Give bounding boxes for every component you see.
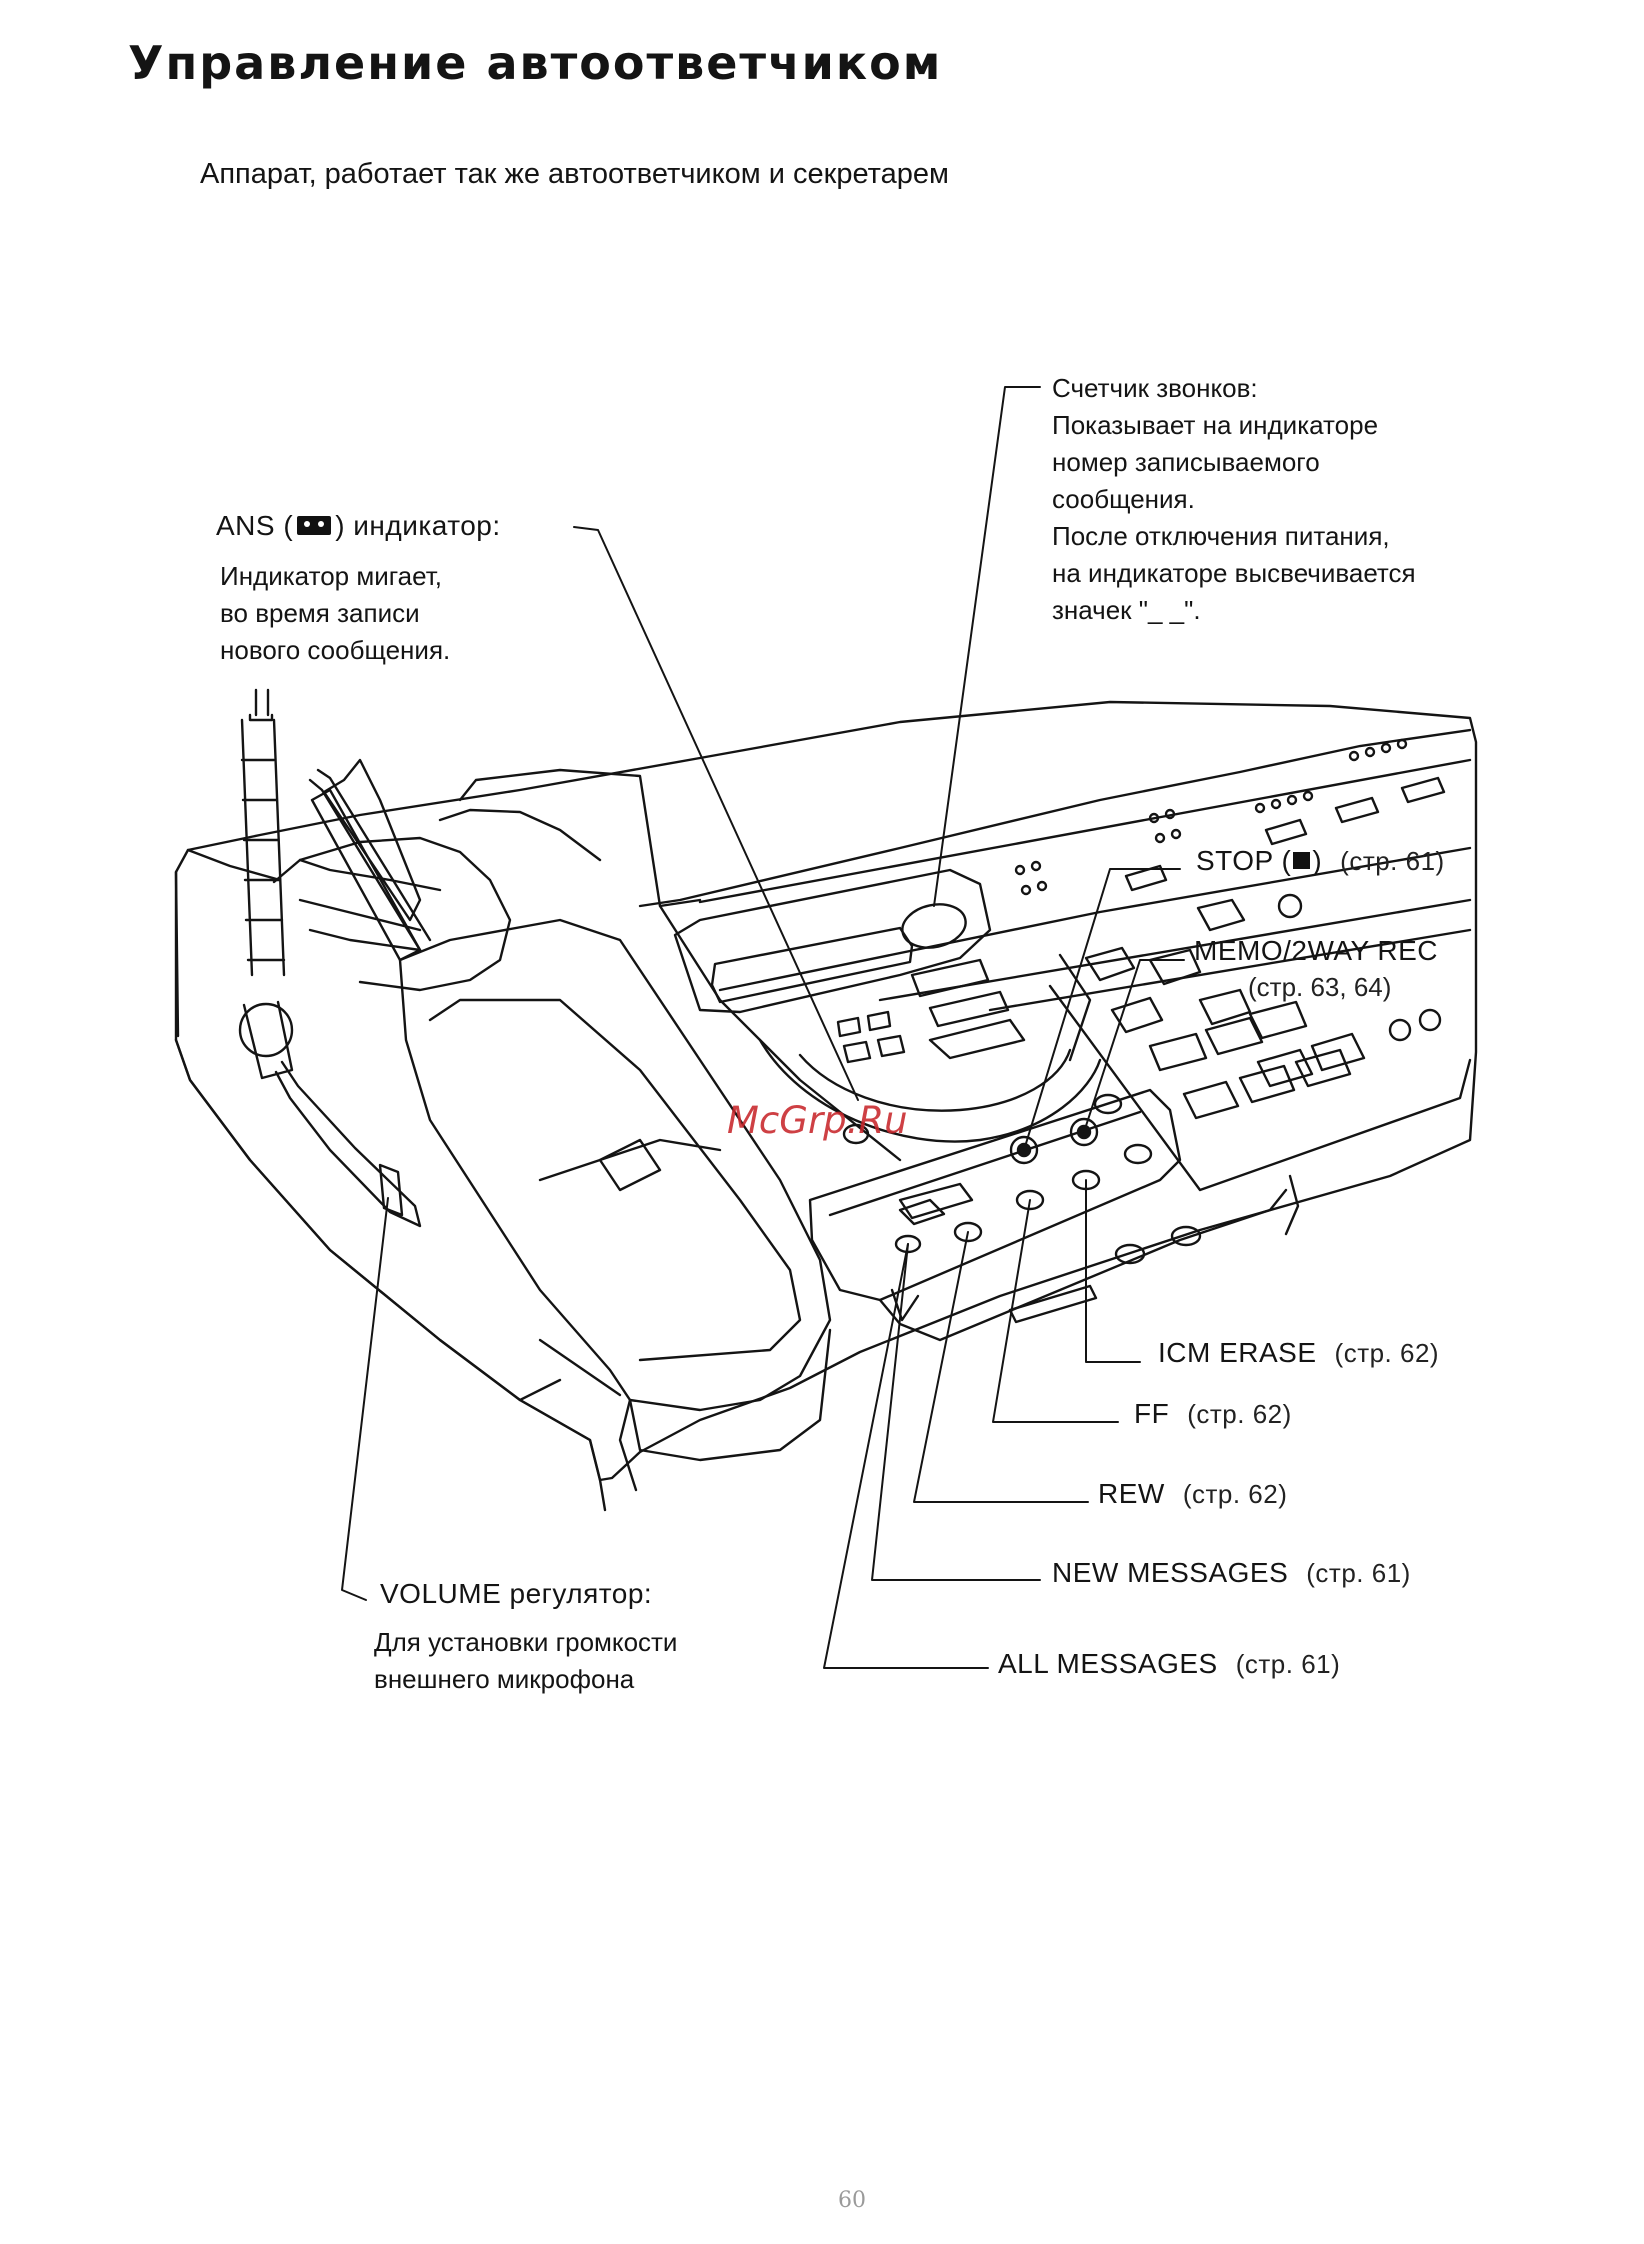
page-reference: (стр. 62): [1182, 1479, 1288, 1509]
leader-memo: [1084, 960, 1184, 1132]
description-line: Показывает на индикаторе: [1052, 410, 1379, 440]
icm-erase-label: ICM ERASE (стр. 62): [1158, 1337, 1439, 1369]
ff-label: FF (стр. 62): [1134, 1398, 1292, 1430]
counter-heading: Счетчик звонков:: [1052, 373, 1258, 403]
leader-ans: [574, 527, 858, 1100]
ans-indicator-label: ANS ( ) индикатор:: [216, 510, 501, 542]
description-line: номер записываемого: [1052, 447, 1320, 477]
description-line: Для установки громкости: [374, 1627, 678, 1657]
page-reference: (стр. 62): [1187, 1399, 1292, 1429]
description-line: После отключения питания,: [1052, 521, 1390, 551]
all-messages-label: ALL MESSAGES (стр. 61): [998, 1648, 1340, 1680]
button-name: FF: [1134, 1398, 1170, 1429]
page-number: 60: [838, 2188, 866, 2213]
page-title: Управление автоответчиком: [128, 36, 943, 90]
keypad: [1016, 740, 1444, 1118]
ans-indicator-description: Индикатор мигает, во время записи нового…: [220, 558, 450, 669]
volume-regulator-description: Для установки громкости внешнего микрофо…: [374, 1624, 677, 1698]
control-strip: [810, 1090, 1286, 1340]
description-line: внешнего микрофона: [374, 1664, 635, 1694]
stop-label-suffix: ): [1312, 845, 1323, 876]
stop-label-prefix: STOP (: [1196, 845, 1292, 876]
description-line: Индикатор мигает,: [220, 561, 442, 591]
page-reference: (стр. 62): [1334, 1338, 1440, 1368]
page-reference: (стр. 61): [1235, 1649, 1341, 1679]
leader-new-messages: [872, 1244, 1040, 1580]
description-line: нового сообщения.: [220, 635, 451, 665]
cassette-icon: [297, 516, 332, 536]
button-name: NEW MESSAGES: [1052, 1557, 1289, 1588]
device-back-shoulder: [274, 810, 600, 990]
leader-all-messages: [824, 1244, 988, 1668]
leader-counter: [934, 387, 1040, 906]
leader-icm-erase: [1086, 1180, 1140, 1362]
description-line: значек "_ _".: [1052, 595, 1201, 625]
leader-ff: [993, 1200, 1118, 1422]
watermark: McGrp.Ru: [727, 1099, 908, 1142]
antenna-and-cord: [240, 690, 430, 1078]
button-name: REW: [1098, 1478, 1165, 1509]
button-name: ALL MESSAGES: [998, 1648, 1218, 1679]
page-reference: (стр. 61): [1306, 1558, 1411, 1588]
ans-label-suffix: ) индикатор:: [335, 510, 501, 541]
leader-stop: [1024, 869, 1180, 1150]
leader-volume: [342, 1198, 388, 1600]
description-line: во время записи: [220, 598, 420, 628]
description-line: на индикаторе высвечивается: [1052, 558, 1416, 588]
button-name: ICM ERASE: [1158, 1337, 1317, 1368]
display-area: [675, 870, 1100, 1143]
stop-button-label: STOP () (стр. 61): [1196, 845, 1445, 877]
leader-lines: [342, 387, 1184, 1668]
page-reference: (стр. 61): [1340, 846, 1445, 876]
call-counter-description: Счетчик звонков: Показывает на индикатор…: [1052, 370, 1522, 629]
page-reference: (стр. 63, 64): [1248, 972, 1392, 1002]
rew-label: REW (стр. 62): [1098, 1478, 1287, 1510]
page-subtitle: Аппарат, работает так же автоответчиком …: [200, 158, 949, 190]
description-line: сообщения.: [1052, 484, 1195, 514]
stop-square-icon: [1293, 852, 1311, 870]
memo-2way-rec-label: MEMO/2WAY REC: [1194, 935, 1439, 966]
leader-rew: [914, 1232, 1088, 1502]
ans-label-prefix: ANS (: [216, 510, 294, 541]
new-messages-label: NEW MESSAGES (стр. 61): [1052, 1557, 1411, 1589]
device-base: [176, 702, 1476, 1510]
volume-regulator-label: VOLUME регулятор:: [380, 1578, 653, 1609]
